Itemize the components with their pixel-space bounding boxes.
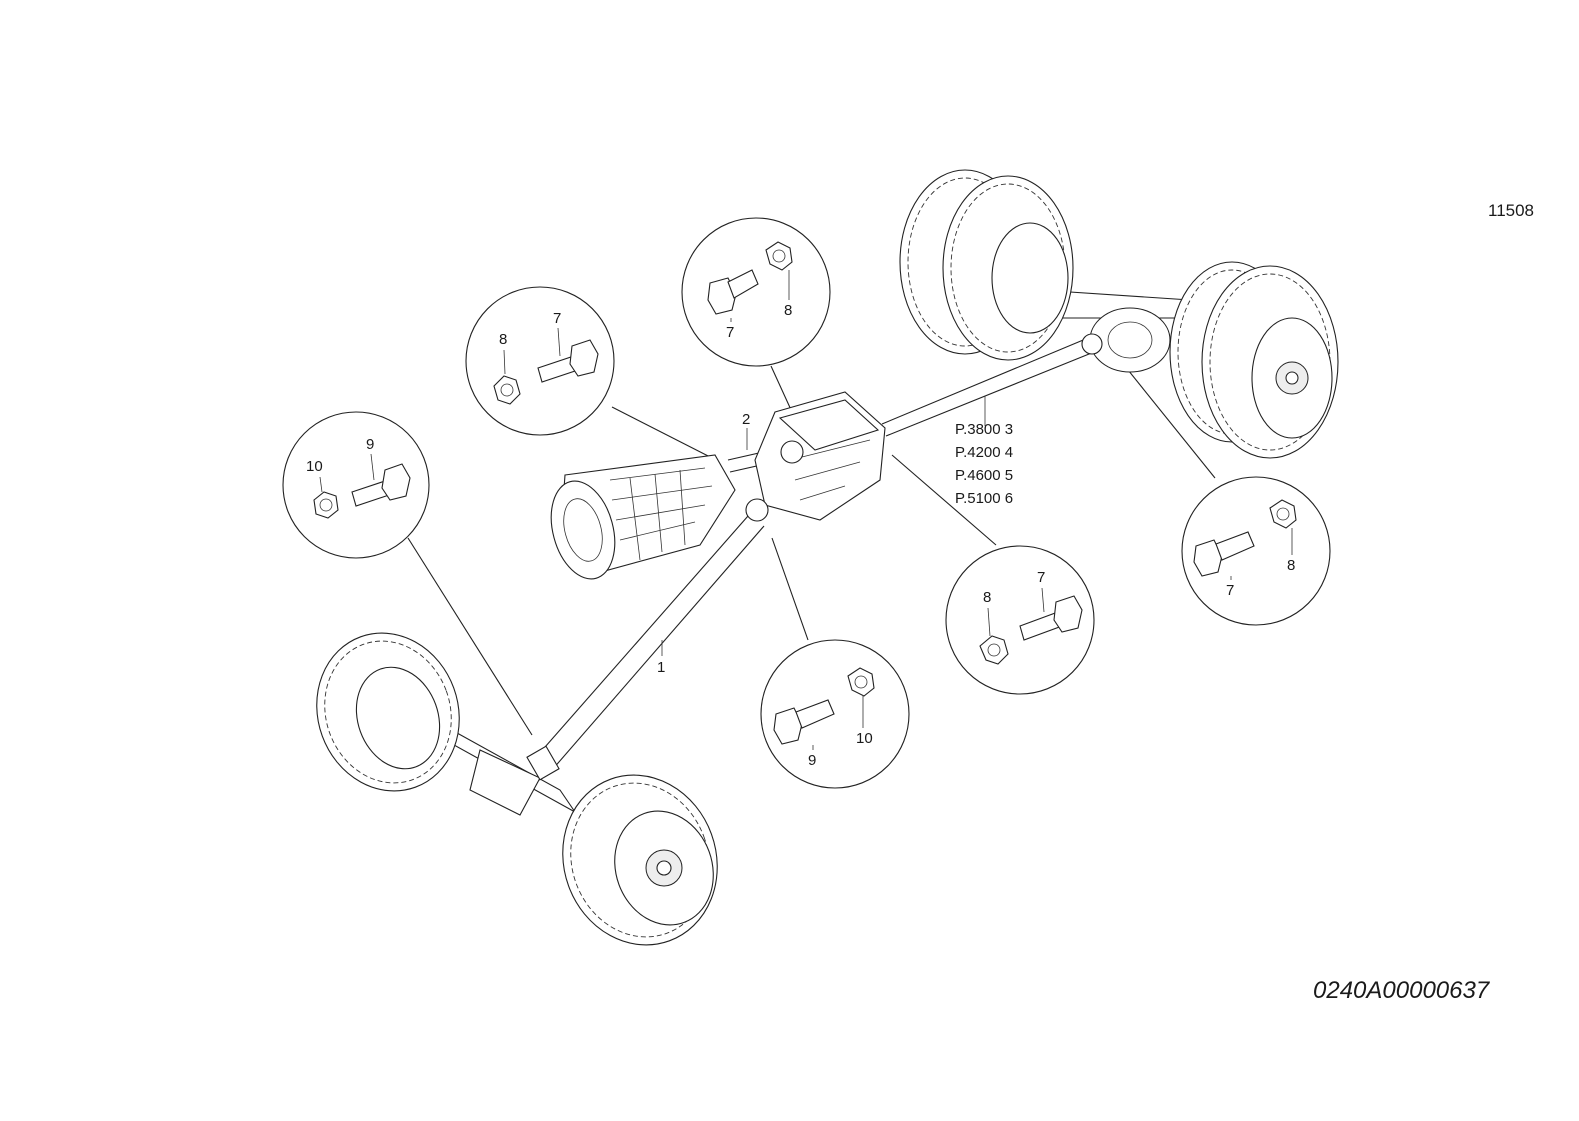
bolt-icon — [1019, 595, 1083, 641]
drive-shaft-rear — [881, 337, 1095, 437]
front-wheel-right — [562, 774, 718, 946]
nut-icon — [493, 375, 521, 405]
detail-circle-a: 10 9 — [282, 411, 430, 559]
bolt-icon — [773, 699, 835, 745]
detail-b-bolt-label: 7 — [553, 310, 561, 327]
nut-icon — [765, 241, 793, 271]
variant-list: P.3800 3 P.4200 4 P.4600 5 P.5100 6 — [955, 396, 1013, 507]
bolt-icon — [351, 463, 411, 507]
rear-wheel-left — [899, 169, 1074, 361]
callout-shaft-front: 1 — [657, 659, 665, 676]
detail-e-bolt-label: 7 — [1037, 569, 1045, 586]
detail-d-bolt-label: 9 — [808, 752, 816, 769]
detail-c-bolt-label: 7 — [726, 324, 734, 341]
bolt-icon — [537, 339, 599, 383]
variant-4: P.5100 6 — [955, 490, 1013, 507]
detail-b-nut-label: 8 — [499, 331, 507, 348]
bolt-icon — [707, 269, 759, 315]
detail-circle-b: 8 7 — [465, 286, 615, 436]
gearbox — [550, 454, 736, 580]
detail-a-bolt-label: 9 — [366, 436, 374, 453]
nut-icon — [979, 635, 1009, 665]
variant-3: P.4600 5 — [955, 467, 1013, 484]
ref-number: 11508 — [1488, 201, 1534, 220]
detail-circle-d: 9 10 — [760, 639, 910, 789]
drawing-code: 0240A00000637 — [1313, 977, 1491, 1004]
drive-shaft-front — [537, 515, 765, 771]
nut-icon — [1269, 499, 1297, 529]
front-wheel-left — [316, 632, 460, 792]
detail-a-nut-label: 10 — [306, 458, 323, 475]
rear-wheel-right — [1169, 261, 1339, 459]
nut-icon — [847, 667, 875, 697]
nut-icon — [313, 491, 339, 519]
detail-d-nut-label: 10 — [856, 730, 873, 747]
rear-axle-assembly — [1038, 289, 1201, 373]
detail-circle-f: 7 8 — [1181, 476, 1331, 626]
detail-circle-c: 7 8 — [681, 217, 831, 367]
detail-f-nut-label: 8 — [1287, 557, 1295, 574]
leader-lines — [407, 359, 1216, 736]
variant-1: P.3800 3 — [955, 421, 1013, 438]
detail-c-nut-label: 8 — [784, 302, 792, 319]
detail-circle-e: 8 7 — [945, 545, 1095, 695]
transfer-case — [745, 391, 886, 522]
bolt-icon — [1193, 531, 1255, 577]
detail-e-nut-label: 8 — [983, 589, 991, 606]
variant-2: P.4200 4 — [955, 444, 1013, 461]
callout-shaft-main: 2 — [742, 411, 750, 428]
detail-f-bolt-label: 7 — [1226, 582, 1234, 599]
